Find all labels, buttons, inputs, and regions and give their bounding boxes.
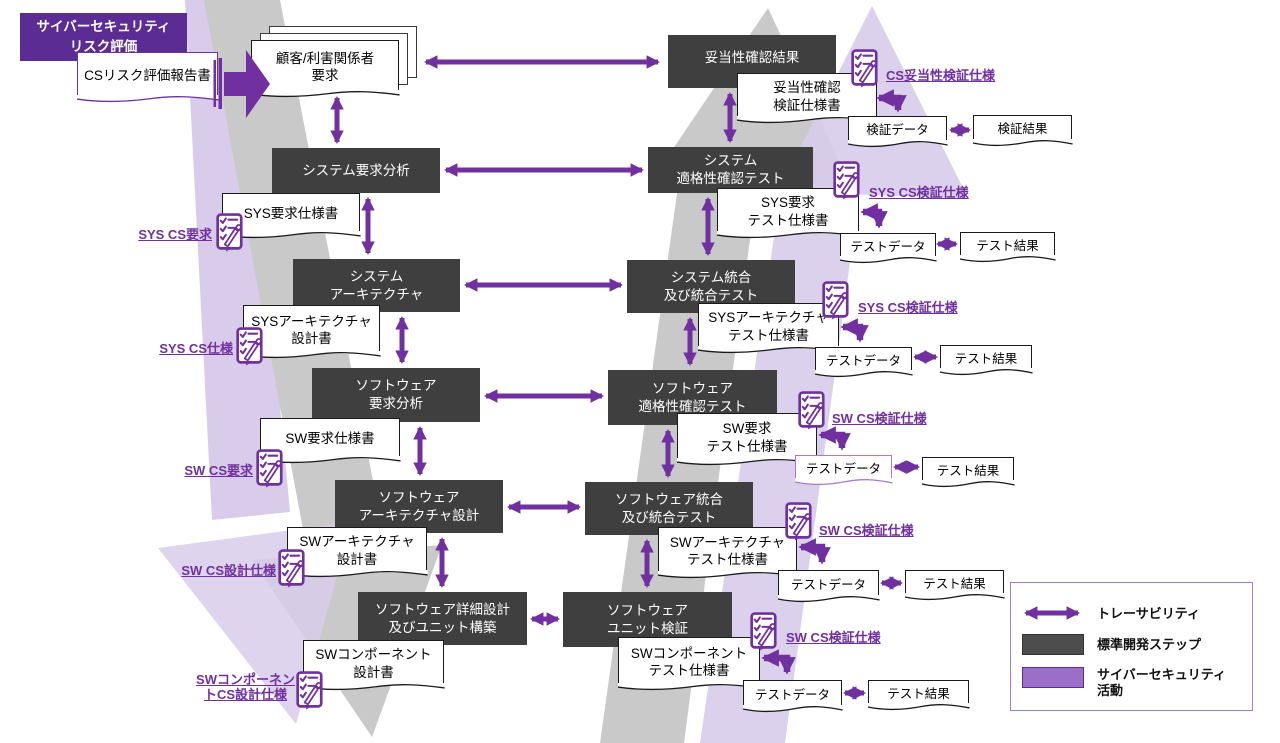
doc-test-data: テストデータ (778, 570, 879, 598)
doc-test-data: テストデータ (815, 347, 912, 373)
doc-test-result: テスト結果 (960, 232, 1055, 258)
step-software-detailed-design-unit-build: ソフトウェア詳細設計及びユニット構築 (358, 592, 527, 645)
elbow-arrow-swreqtest-testdata (818, 426, 851, 451)
step-system-architecture: システムアーキテクチャ (293, 259, 460, 312)
doc-test-data: テストデータ (840, 233, 936, 259)
cs-label-sw-component-cs-design-spec: SWコンポーネン トCS設計仕様 (196, 672, 295, 702)
legend-cs-activity-swatch (1022, 667, 1084, 688)
doc-stakeholder-requirements: 顧客/利害関係者要求 (251, 40, 399, 93)
doc-test-result: テスト結果 (922, 457, 1014, 483)
elbow-arrow-sysarchtest-testdata (840, 318, 869, 343)
step-software-integration-test: ソフトウェア統合及び統合テスト (585, 482, 753, 535)
legend-cs-activity-label: サイバーセキュリティ 活動 (1097, 667, 1226, 699)
cs-label-sys-cs-requirements: SYS CS要求 (138, 227, 212, 242)
doc-sw-architecture-design: SWアーキテクチャ設計書 (287, 527, 427, 573)
legend-traceability-label: トレーサビリティ (1097, 606, 1200, 621)
cs-risk-title-line1: サイバーセキュリティ (36, 19, 171, 35)
step-system-qualification-test: システム適格性確認テスト (648, 147, 813, 193)
doc-test-result: テスト結果 (868, 680, 969, 706)
doc-cs-risk-report: CSリスク評価報告書 (77, 52, 218, 98)
step-system-requirements-analysis: システム要求分析 (272, 148, 440, 193)
elbow-arrow-swarchtest-testdata (798, 538, 831, 565)
cs-label-sys-cs-verification-spec: SYS CS検証仕様 (869, 185, 969, 200)
cs-label-sw-cs-requirements: SW CS要求 (184, 463, 253, 478)
cs-risk-assessment-box: サイバーセキュリティ リスク評価 (20, 13, 187, 61)
legend-standard-step-label: 標準開発ステップ (1097, 637, 1202, 652)
cs-label-sw-cs-design-spec: SW CS設計仕様 (181, 563, 276, 578)
doc-sys-requirements-test-spec: SYS要求テスト仕様書 (717, 188, 859, 234)
step-software-architecture-design: ソフトウェアアーキテクチャ設計 (335, 480, 503, 533)
cs-label-sys-cs-spec: SYS CS仕様 (159, 341, 233, 356)
doc-sw-component-test-spec: SWコンポーネントテスト仕様書 (618, 637, 760, 686)
doc-test-data: テストデータ (795, 455, 892, 481)
doc-verification-result: 検証結果 (973, 115, 1072, 142)
doc-sys-architecture-design: SYSアーキテクチャ設計書 (243, 305, 380, 354)
elbow-arrow-sysreqtest-testdata (860, 203, 888, 229)
cs-label-cs-validation-verification-spec: CS妥当性検証仕様 (886, 68, 996, 83)
doc-test-result: テスト結果 (905, 570, 1004, 596)
doc-validation-verification-spec: 妥当性確認検証仕様書 (737, 73, 877, 119)
doc-sw-architecture-test-spec: SWアーキテクチャテスト仕様書 (658, 527, 797, 574)
elbow-arrow-validationspec-verifdata (876, 89, 907, 113)
doc-test-result: テスト結果 (940, 345, 1032, 371)
legend: トレーサビリティ 標準開発ステップ サイバーセキュリティ 活動 (1010, 582, 1253, 711)
doc-sw-component-design: SWコンポーネント設計書 (303, 640, 444, 686)
elbow-arrow-swcomptest-testdata (761, 649, 796, 675)
step-software-requirements-analysis: ソフトウェア要求分析 (312, 368, 480, 422)
doc-sw-requirements-spec: SW要求仕様書 (260, 418, 400, 459)
doc-verification-data: 検証データ (848, 116, 947, 143)
cs-label-sw-cs-verification-spec: SW CS検証仕様 (819, 523, 914, 538)
doc-sys-requirements-spec: SYS要求仕様書 (222, 193, 360, 234)
cs-label-sys-cs-verification-spec: SYS CS検証仕様 (858, 300, 958, 315)
cs-risk-title-line2: リスク評価 (69, 39, 138, 54)
cs-label-sw-cs-verification-spec: SW CS検証仕様 (786, 630, 881, 645)
doc-sw-requirements-test-spec: SW要求テスト仕様書 (677, 413, 817, 461)
legend-standard-step-swatch (1022, 634, 1084, 655)
cs-label-sw-cs-verification-spec: SW CS検証仕様 (832, 411, 927, 426)
doc-sys-architecture-test-spec: SYSアーキテクチャテスト仕様書 (698, 303, 839, 349)
doc-test-data: テストデータ (743, 680, 842, 708)
